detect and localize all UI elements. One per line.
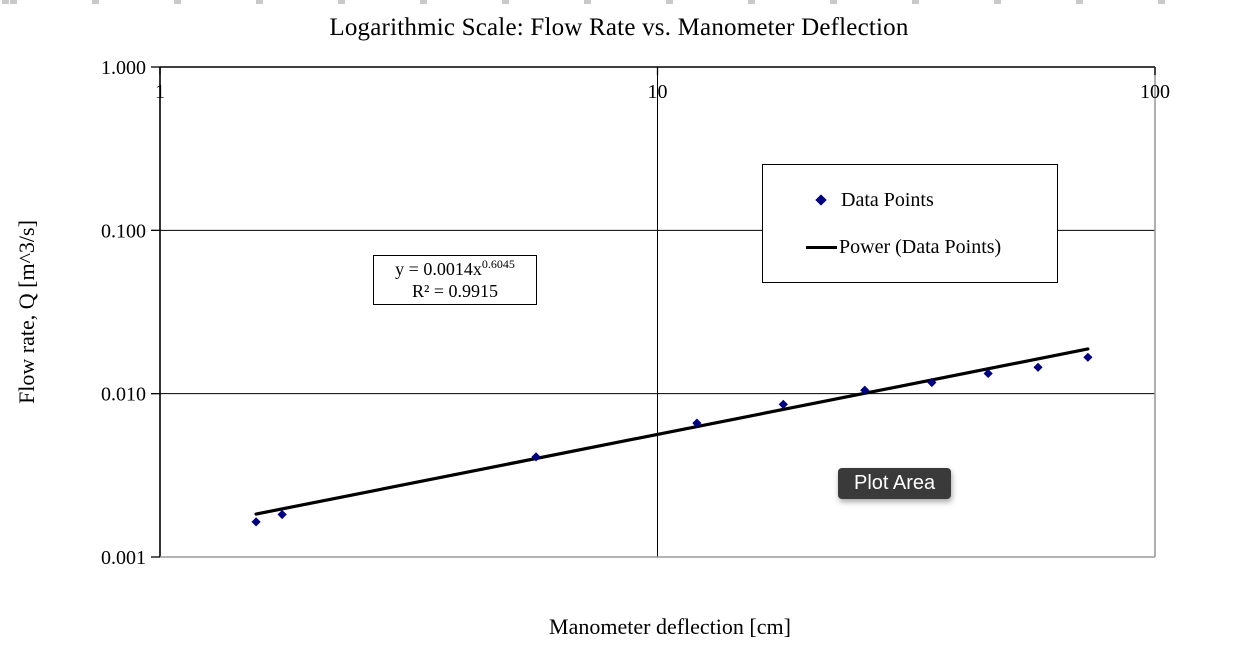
y-tick-label: 0.100 bbox=[101, 220, 146, 242]
data-point[interactable] bbox=[927, 377, 937, 388]
data-point[interactable] bbox=[692, 418, 702, 428]
data-point[interactable] bbox=[251, 517, 261, 527]
x-tick-label: 10 bbox=[648, 81, 668, 103]
trendline-equation: y = 0.0014x0.6045 bbox=[395, 257, 515, 279]
x-tick-label: 100 bbox=[1140, 81, 1170, 103]
trendline-sample-icon bbox=[806, 245, 837, 249]
legend-item-power-trendline[interactable]: Power (Data Points) bbox=[763, 236, 1057, 259]
legend[interactable]: Data Points Power (Data Points) bbox=[762, 164, 1058, 283]
data-point[interactable] bbox=[1033, 362, 1043, 372]
data-point[interactable] bbox=[778, 399, 788, 409]
data-point[interactable] bbox=[983, 368, 993, 379]
data-point[interactable] bbox=[277, 509, 287, 520]
trendline-equation-box[interactable]: y = 0.0014x0.6045 R² = 0.9915 bbox=[373, 255, 537, 305]
x-tick-label: 1 bbox=[155, 81, 165, 103]
power-trendline[interactable] bbox=[254, 347, 1090, 516]
trendline-r-squared: R² = 0.9915 bbox=[411, 281, 499, 301]
data-point[interactable] bbox=[531, 452, 541, 462]
diamond-marker-icon bbox=[815, 194, 827, 206]
x-axis-title[interactable]: Manometer deflection [cm] bbox=[549, 614, 791, 639]
legend-item-data-points[interactable]: Data Points bbox=[763, 189, 1057, 212]
y-axis-title[interactable]: Flow rate, Q [m^3/s] bbox=[14, 220, 39, 404]
legend-label-data-points: Data Points bbox=[841, 188, 934, 211]
y-tick-label: 0.010 bbox=[101, 384, 146, 406]
y-tick-label: 1.000 bbox=[101, 57, 146, 79]
legend-label-power: Power (Data Points) bbox=[839, 235, 1002, 258]
plot-area-tooltip: Plot Area bbox=[838, 468, 952, 499]
page-edge-dashes bbox=[0, 0, 1238, 4]
data-point[interactable] bbox=[1083, 352, 1093, 362]
data-point[interactable] bbox=[860, 385, 870, 395]
chart-title[interactable]: Logarithmic Scale: Flow Rate vs. Manomet… bbox=[329, 14, 909, 41]
y-tick-label: 0.001 bbox=[101, 547, 146, 569]
